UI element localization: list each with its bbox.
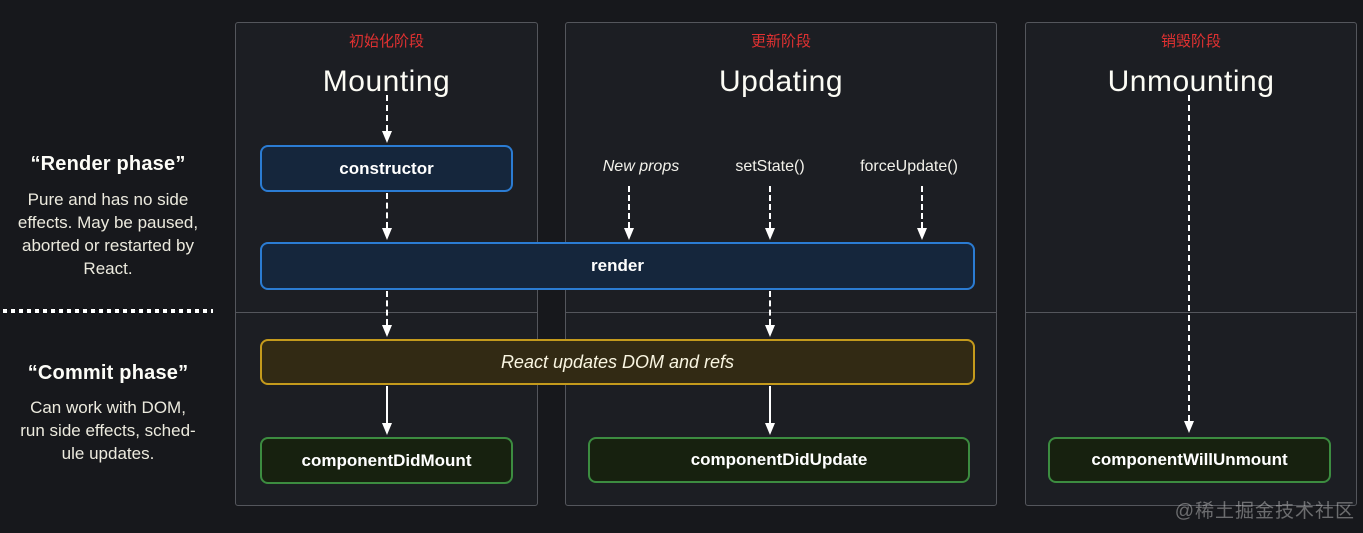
arrowhead-icon xyxy=(765,228,775,240)
render-phase-line: Pure and has no side xyxy=(27,190,189,209)
arrow-force-update-to-render xyxy=(917,186,927,240)
arrowhead-icon xyxy=(624,228,634,240)
column-updating-title: Updating xyxy=(718,65,844,98)
arrowhead-icon xyxy=(917,228,927,240)
arrow-mounting-to-constructor xyxy=(382,95,392,143)
react-updates-dom-box: React updates DOM and refs xyxy=(260,339,975,385)
column-mounting-title: Mounting xyxy=(322,65,451,98)
column-updating-phase-divider xyxy=(566,312,996,313)
arrow-new-props-to-render xyxy=(624,186,634,240)
trigger-new-props: New props xyxy=(602,158,680,175)
column-unmounting-subtitle: 销毁阶段 xyxy=(1160,33,1221,50)
trigger-set-state: setState() xyxy=(735,158,805,175)
juejin-watermark: @稀土掘金技术社区 xyxy=(1174,501,1355,522)
commit-phase-title: “Commit phase” xyxy=(27,362,189,384)
commit-phase-line: ule updates. xyxy=(61,444,155,463)
arrow-react-updates-to-did-update xyxy=(765,386,775,435)
arrowhead-icon xyxy=(765,325,775,337)
arrowhead-icon xyxy=(1184,421,1194,433)
arrowhead-icon xyxy=(382,423,392,435)
render-phase-line: React. xyxy=(83,259,133,278)
trigger-force-update: forceUpdate() xyxy=(860,158,958,175)
commit-phase-line: Can work with DOM, xyxy=(30,398,186,417)
column-unmounting-phase-divider xyxy=(1026,312,1356,313)
arrow-set-state-to-render xyxy=(765,186,775,240)
arrow-react-updates-to-did-mount xyxy=(382,386,392,435)
arrow-constructor-to-render xyxy=(382,193,392,240)
arrowhead-icon xyxy=(382,131,392,143)
column-unmounting-title: Unmounting xyxy=(1107,65,1275,98)
column-updating-subtitle: 更新阶段 xyxy=(750,33,811,50)
constructor-box: constructor xyxy=(260,145,513,192)
render-phase-line: aborted or restarted by xyxy=(22,236,194,255)
arrowhead-icon xyxy=(765,423,775,435)
column-mounting-subtitle: 初始化阶段 xyxy=(348,33,424,50)
render-phase-line: effects. May be paused, xyxy=(17,213,199,232)
arrow-render-to-react-updates-left xyxy=(382,291,392,337)
phase-separator-dotted-line xyxy=(3,309,213,313)
component-did-mount-box: componentDidMount xyxy=(260,437,513,484)
arrowhead-icon xyxy=(382,228,392,240)
component-did-update-box: componentDidUpdate xyxy=(588,437,970,483)
column-unmounting: 销毁阶段 Unmounting xyxy=(1025,22,1357,506)
render-phase-title: “Render phase” xyxy=(30,153,186,175)
arrow-render-to-react-updates-right xyxy=(765,291,775,337)
render-phase-description: Pure and has no side effects. May be pau… xyxy=(8,188,208,280)
render-box: render xyxy=(260,242,975,290)
arrowhead-icon xyxy=(382,325,392,337)
arrow-unmounting-to-will-unmount xyxy=(1184,95,1194,433)
commit-phase-line: run side effects, sched- xyxy=(20,421,196,440)
component-will-unmount-box: componentWillUnmount xyxy=(1048,437,1331,483)
commit-phase-description: Can work with DOM, run side effects, sch… xyxy=(8,396,208,465)
